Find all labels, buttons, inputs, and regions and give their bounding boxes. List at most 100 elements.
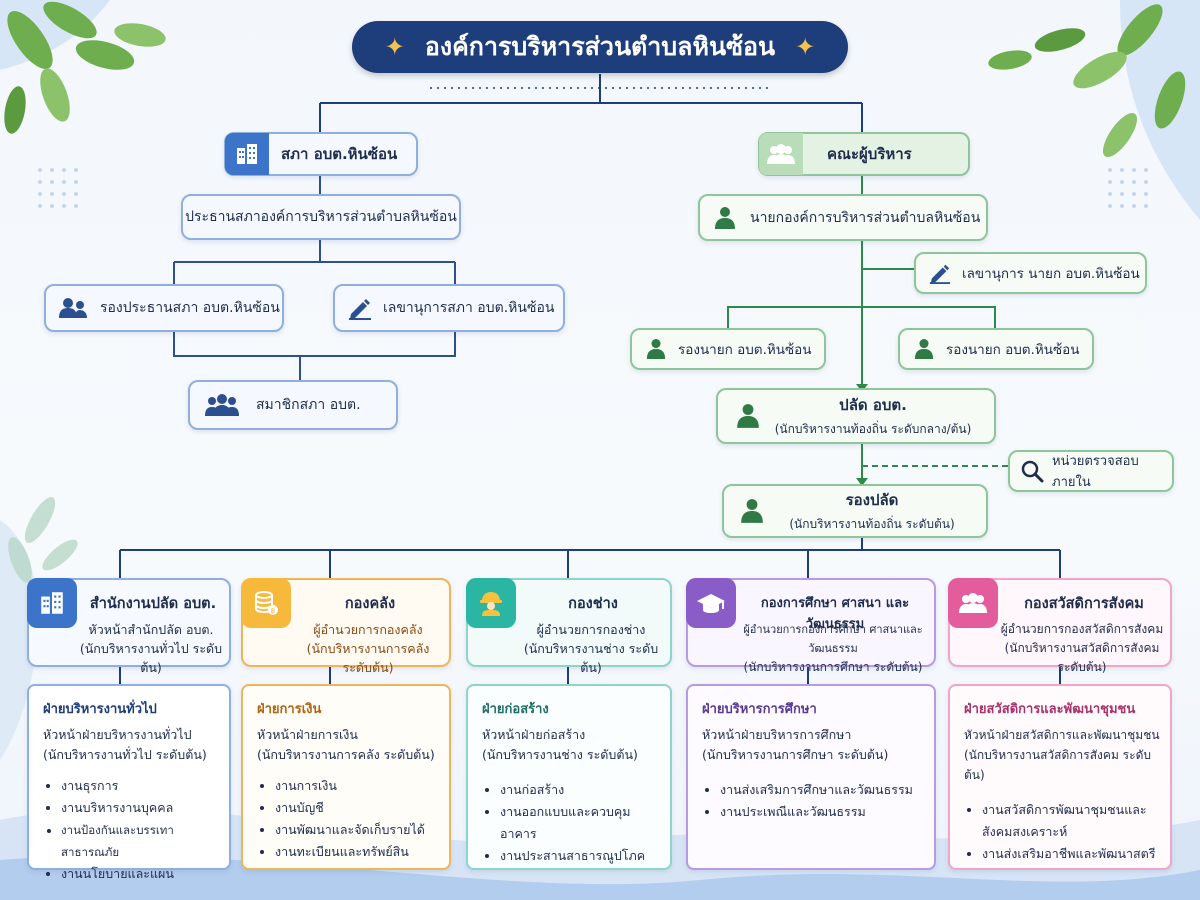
list-item: งานทะเบียนและทรัพย์สิน bbox=[275, 841, 439, 863]
deputy-mayor-right-label: รองนายก อบต.หินซ้อน bbox=[946, 342, 1080, 358]
section-task-list: งานสวัสดิการพัฒนาชุมชนและสังคมสงเคราะห์ … bbox=[964, 799, 1160, 865]
executive-header: คณะผู้บริหาร bbox=[758, 132, 970, 176]
list-item: งานก่อสร้าง bbox=[500, 779, 660, 801]
leaf-cluster-left bbox=[8, 497, 78, 583]
dept-social-welfare: กองสวัสดิการสังคม ผู้อำนวยการกองสวัสดิกา… bbox=[948, 578, 1172, 674]
dept-palad-office: สำนักงานปลัด อบต. หัวหน้าสำนักปลัด อบต.(… bbox=[27, 578, 231, 675]
mayor-secretary-label: เลขานุการ นายก อบต.หินซ้อน bbox=[962, 266, 1140, 282]
person-icon bbox=[740, 498, 764, 524]
list-item: งานนโยบายและแผน bbox=[61, 863, 219, 885]
council-secretary: เลขานุการสภา อบต.หินซ้อน bbox=[333, 284, 565, 332]
internal-audit-box: หน่วยตรวจสอบภายใน bbox=[1008, 450, 1174, 492]
dept-education: กองการศึกษา ศาสนา และวัฒนธรรม ผู้อำนวยกา… bbox=[686, 578, 936, 674]
page-title: ✦ องค์การบริหารส่วนตำบลหินซ้อน ✦ bbox=[352, 21, 848, 73]
svg-text:฿: ฿ bbox=[271, 607, 275, 615]
list-item: งานพัฒนาและจัดเก็บรายได้ bbox=[275, 819, 439, 841]
engineer-icon bbox=[466, 578, 516, 628]
council-secretary-label: เลขานุการสภา อบต.หินซ้อน bbox=[383, 300, 555, 316]
council-president-label: ประธานสภาองค์การบริหารส่วนตำบลหินซ้อน bbox=[185, 209, 457, 225]
list-item: งานสวัสดิการพัฒนาชุมชนและสังคมสงเคราะห์ bbox=[982, 799, 1160, 843]
search-icon bbox=[1020, 459, 1044, 483]
dept-head: หัวหน้าสำนักปลัด อบต. bbox=[88, 622, 214, 637]
dept-finance: ฿ กองคลัง ผู้อำนวยการกองคลัง(นักบริหารงา… bbox=[241, 578, 451, 675]
list-item: งานออกแบบและควบคุมอาคาร bbox=[500, 801, 660, 845]
section-title: ฝ่ายการเงิน bbox=[257, 702, 322, 717]
people-icon bbox=[948, 578, 998, 628]
list-item: งานส่งเสริมอาชีพและพัฒนาสตรี bbox=[982, 843, 1160, 865]
deputy-mayor-right: รองนายก อบต.หินซ้อน bbox=[898, 328, 1094, 370]
section-task-list: งานส่งเสริมการศึกษาและวัฒนธรรม งานประเพณ… bbox=[702, 779, 924, 823]
list-item: งานการเงิน bbox=[275, 775, 439, 797]
person-icon bbox=[714, 206, 736, 230]
list-item: งานประเพณีและวัฒนธรรม bbox=[720, 801, 924, 823]
section-title: ฝ่ายก่อสร้าง bbox=[482, 702, 549, 717]
list-item: งานป้องกันและบรรเทาสาธารณภัย bbox=[61, 819, 219, 863]
dept-head: ผู้อำนวยการกองสวัสดิการสังคม bbox=[1000, 622, 1164, 636]
pen-icon bbox=[928, 262, 952, 284]
palad-subtitle: (นักบริหารงานท้องถิ่น ระดับกลาง/ต้น) bbox=[774, 422, 972, 436]
section-head: หัวหน้าฝ่ายสวัสดิการและพัฒนาชุมชน bbox=[964, 728, 1160, 742]
mayor-secretary-box: เลขานุการ นายก อบต.หินซ้อน bbox=[914, 252, 1147, 294]
rong-palad-title: รองปลัด bbox=[845, 491, 899, 509]
leaf-cluster-top-right bbox=[988, 4, 1186, 158]
section-construction: ฝ่ายก่อสร้าง หัวหน้าฝ่ายก่อสร้าง (นักบริ… bbox=[466, 684, 672, 870]
dept-name: กองการศึกษา ศาสนา และวัฒนธรรม bbox=[760, 596, 910, 632]
section-head: หัวหน้าฝ่ายก่อสร้าง bbox=[482, 727, 586, 742]
coins-icon: ฿ bbox=[241, 578, 291, 628]
section-level: (นักบริหารงานการคลัง ระดับต้น) bbox=[257, 747, 435, 762]
dept-name: กองคลัง bbox=[344, 596, 396, 612]
section-task-list: งานก่อสร้าง งานออกแบบและควบคุมอาคาร งานป… bbox=[482, 779, 660, 867]
dept-engineering: กองช่าง ผู้อำนวยการกองช่าง (นักบริหารงานช… bbox=[466, 578, 672, 675]
person-icon bbox=[646, 338, 666, 360]
section-head: หัวหน้าฝ่ายการเงิน bbox=[257, 727, 358, 742]
person-icon bbox=[914, 338, 934, 360]
section-education-admin: ฝ่ายบริหารการศึกษา หัวหน้าฝ่ายบริหารการศ… bbox=[686, 684, 936, 870]
council-vice-president: รองประธานสภา อบต.หินซ้อน bbox=[44, 284, 284, 332]
deputy-mayor-left-label: รองนายก อบต.หินซ้อน bbox=[678, 342, 812, 358]
section-general-admin: ฝ่ายบริหารงานทั่วไป หัวหน้าฝ่ายบริหารงาน… bbox=[27, 684, 231, 881]
group-icon bbox=[204, 393, 240, 417]
dept-name: กองสวัสดิการสังคม bbox=[1024, 596, 1144, 612]
council-members: สมาชิกสภา อบต. bbox=[188, 380, 398, 430]
section-title: ฝ่ายบริหารการศึกษา bbox=[702, 702, 817, 717]
list-item: งานส่งเสริมการศึกษาและวัฒนธรรม bbox=[720, 779, 924, 801]
sparkle-icon: ✦ bbox=[384, 33, 405, 61]
internal-audit-label: หน่วยตรวจสอบภายใน bbox=[1052, 454, 1139, 490]
section-level: (นักบริหารงานช่าง ระดับต้น) bbox=[482, 747, 638, 762]
section-community-welfare: ฝ่ายสวัสดิการและพัฒนาชุมชน หัวหน้าฝ่ายสว… bbox=[948, 684, 1172, 870]
council-members-label: สมาชิกสภา อบต. bbox=[256, 397, 361, 413]
team-icon bbox=[759, 133, 803, 175]
person-icon bbox=[736, 403, 760, 429]
palad-title: ปลัด อบต. bbox=[839, 396, 907, 414]
executive-header-label: คณะผู้บริหาร bbox=[827, 145, 912, 163]
palad-box: ปลัด อบต. (นักบริหารงานท้องถิ่น ระดับกลา… bbox=[716, 388, 996, 444]
section-title: ฝ่ายบริหารงานทั่วไป bbox=[43, 702, 157, 717]
dept-name: กองช่าง bbox=[568, 596, 618, 612]
dept-head: ผู้อำนวยการกองช่าง bbox=[536, 622, 646, 637]
section-task-list: งานการเงิน งานบัญชี งานพัฒนาและจัดเก็บรา… bbox=[257, 775, 439, 863]
council-header: สภา อบต.หินซ้อน bbox=[224, 132, 418, 176]
section-head: หัวหน้าฝ่ายบริหารงานทั่วไป bbox=[43, 727, 192, 742]
section-level: (นักบริหารงานสวัสดิการสังคม ระดับต้น) bbox=[964, 748, 1151, 782]
rong-palad-box: รองปลัด (นักบริหารงานท้องถิ่น ระดับต้น) bbox=[722, 484, 988, 538]
page-title-text: องค์การบริหารส่วนตำบลหินซ้อน bbox=[424, 32, 776, 61]
section-title: ฝ่ายสวัสดิการและพัฒนาชุมชน bbox=[964, 702, 1136, 717]
leaf-cluster-top-left bbox=[4, 1, 166, 134]
list-item: งานธุรการ bbox=[61, 775, 219, 797]
deputy-mayor-left: รองนายก อบต.หินซ้อน bbox=[630, 328, 826, 370]
dept-head: ผู้อำนวยการกองคลัง bbox=[313, 622, 423, 637]
dept-level: (นักบริหารงานช่าง ระดับต้น) bbox=[523, 641, 659, 675]
dept-level: (นักบริหารงานทั่วไป ระดับต้น) bbox=[79, 641, 223, 675]
dept-level: (นักบริหารงานสวัสดิการสังคม ระดับต้น) bbox=[1004, 641, 1160, 674]
list-item: งานประสานสาธารณูปโภค bbox=[500, 845, 660, 867]
sparkle-icon: ✦ bbox=[795, 33, 816, 61]
rong-palad-subtitle: (นักบริหารงานท้องถิ่น ระดับต้น) bbox=[789, 517, 955, 531]
building-icon bbox=[27, 578, 77, 628]
mayor-label: นายกองค์การบริหารส่วนตำบลหินซ้อน bbox=[750, 209, 981, 226]
list-item: งานบริหารงานบุคคล bbox=[61, 797, 219, 819]
building-icon bbox=[225, 133, 269, 175]
mayor-box: นายกองค์การบริหารส่วนตำบลหินซ้อน bbox=[698, 194, 988, 241]
section-head: หัวหน้าฝ่ายบริหารการศึกษา bbox=[702, 727, 852, 742]
people-icon bbox=[58, 297, 88, 319]
council-president: ประธานสภาองค์การบริหารส่วนตำบลหินซ้อน bbox=[181, 194, 461, 240]
